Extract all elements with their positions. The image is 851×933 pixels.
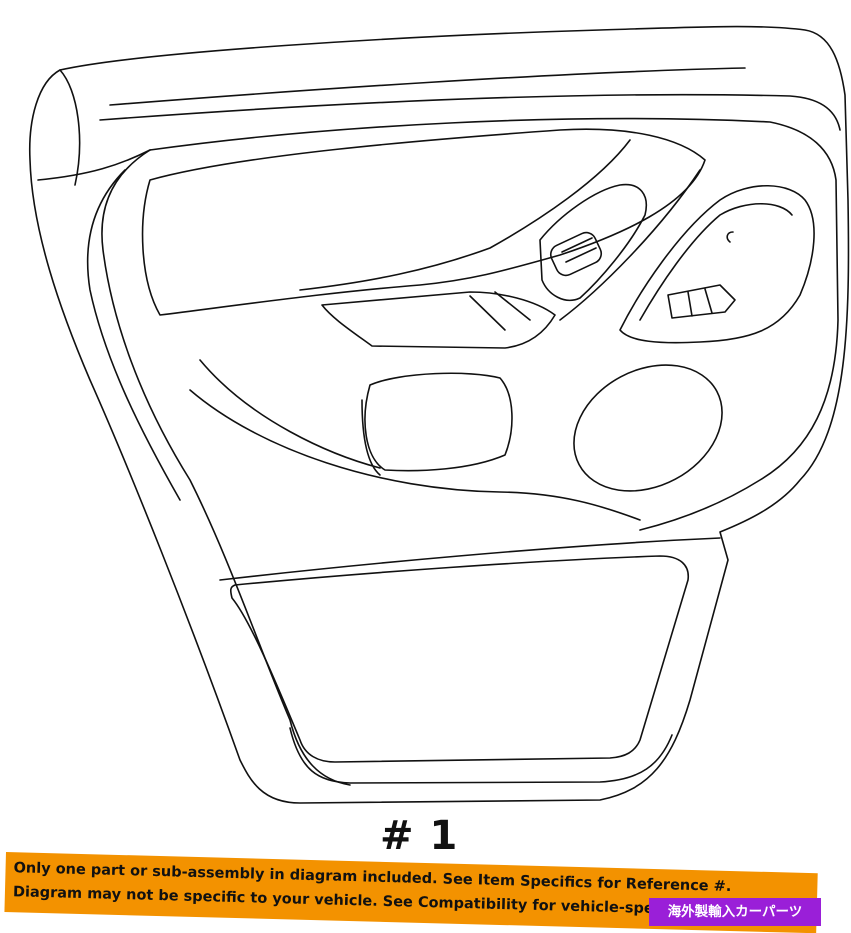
window-switch-rocker-line [687,291,693,317]
part-number-label: # 1 [380,813,459,859]
upper-insert-outline [141,128,706,316]
top-cap-lower-edge [99,93,841,131]
release-handle-recess [361,399,381,476]
top-cap-line [109,67,746,106]
window-switch-bezel [619,184,815,344]
lock-switch-ridge [561,237,593,253]
window-switch-bezel-inner [639,202,793,321]
mid-panel-sweep-2 [199,359,381,469]
window-switch-indicator [726,231,734,243]
top-cap-seam [59,69,81,186]
release-handle-pocket [364,372,513,472]
pull-handle-trough [321,291,556,349]
map-pocket-outline [229,555,689,763]
shop-tag-badge: 海外製輸入カーパーツ [649,898,821,926]
window-switch-rocker-line-2 [704,288,713,314]
lower-panel-divider [219,537,721,581]
lock-switch-button [549,231,603,277]
panel-outer-outline [28,25,850,804]
armrest-sweep [299,139,631,291]
pull-handle-inner-line-2 [494,291,531,321]
armrest-sweep-inner [559,169,701,321]
panel-inner-border [149,117,839,531]
pull-handle-inner-line [469,295,506,331]
speaker-grille [573,364,723,492]
upper-rail-line [37,149,151,181]
map-pocket-lower-edge [289,727,673,784]
window-switch-rocker [667,284,736,319]
mid-panel-sweep [189,389,641,521]
lock-switch-ridge-2 [565,247,597,263]
lock-switch-bezel [539,183,647,302]
panel-left-inner-edge [101,149,351,786]
panel-left-second-edge [86,169,181,501]
